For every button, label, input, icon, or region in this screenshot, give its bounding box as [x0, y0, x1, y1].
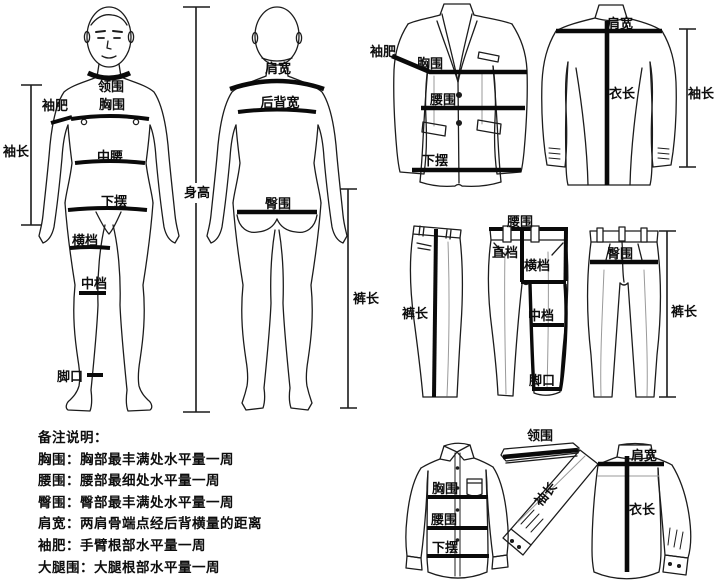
dimension-pants-length — [340, 188, 357, 409]
body-back-head — [254, 6, 300, 66]
note-line: 腰围：腰部最细处水平量一周 — [38, 473, 220, 489]
label-thigh: 横档 — [524, 258, 550, 273]
body-front-outline-left — [38, 76, 98, 244]
figure-pants-side: 裤长 — [401, 225, 464, 398]
label-shoulder-width: 肩宽 — [631, 448, 657, 463]
label-sleeve-width: 袖肥 — [370, 44, 396, 59]
label-mid-waist: 中腰 — [97, 149, 123, 164]
band-chest — [70, 114, 150, 121]
label-chest: 胸围 — [99, 97, 125, 112]
dimension-pants-length — [659, 230, 676, 398]
label-waist: 腰围 — [429, 92, 456, 107]
label-rise: 直档 — [492, 245, 518, 260]
band-back-width — [237, 107, 317, 114]
label-height: 身高 — [184, 185, 210, 200]
label-hem: 下摆 — [432, 540, 458, 555]
label-sleeve-width: 袖肥 — [42, 98, 68, 113]
note-line: 肩宽：两肩骨端点经后背横量的距离 — [38, 516, 262, 532]
band-mid-waist — [74, 159, 146, 165]
label-hip: 臀围 — [265, 196, 291, 211]
label-garment-length: 衣长 — [629, 502, 656, 517]
label-pants-length: 裤长 — [352, 291, 380, 306]
figure-pants-front: 腰围 直档 横档 中档 脚口 — [487, 214, 569, 397]
dimension-height — [183, 6, 210, 413]
band-pants-length — [432, 228, 438, 398]
figure-jacket-front: 袖肥 胸围 腰围 下摆 — [370, 3, 528, 188]
label-waist: 腰围 — [506, 214, 533, 229]
band-neck — [86, 70, 132, 81]
figure-body-front: 领围 胸围 袖肥 袖长 中腰 下摆 横档 中档 脚口 身高 — [3, 6, 210, 413]
note-line: 袖肥：手臂根部水平量一周 — [38, 537, 206, 553]
label-hem: 下摆 — [422, 153, 448, 168]
label-thigh: 横档 — [72, 233, 98, 248]
label-mid-leg: 中档 — [81, 276, 107, 291]
label-hip: 臀围 — [607, 246, 633, 261]
label-leg-opening: 脚口 — [57, 369, 83, 384]
label-mid-leg: 中档 — [528, 308, 554, 323]
band-shoulder-width — [229, 78, 325, 92]
body-front-head — [86, 6, 132, 68]
band-thigh — [69, 245, 111, 250]
dimension-sleeve-length — [21, 84, 42, 226]
dimension-sleeve-length — [679, 28, 696, 168]
label-pants-length: 裤长 — [670, 304, 698, 319]
label-back-width: 后背宽 — [260, 95, 299, 110]
band-leg-outer — [558, 283, 568, 392]
label-chest: 胸围 — [417, 56, 443, 71]
note-line: 大腿围：大腿根部水平量一周 — [38, 559, 220, 575]
figure-collar-strip: 领围 — [500, 428, 580, 464]
notes-title: 备注说明： — [38, 430, 108, 445]
label-hem: 下摆 — [101, 194, 127, 209]
band-collar — [502, 447, 579, 460]
label-sleeve-length: 袖长 — [688, 86, 715, 101]
label-shoulder-width: 肩宽 — [607, 16, 633, 31]
label-shoulder-width: 肩宽 — [265, 61, 291, 76]
band-right-edge — [563, 229, 568, 282]
figure-jacket-back: 肩宽 衣长 袖长 — [541, 4, 715, 186]
label-sleeve-length: 袖长 — [3, 144, 30, 159]
note-line: 胸围：胸部最丰满处水平量一周 — [38, 451, 234, 467]
band-sleeve-width-chest — [391, 53, 527, 75]
figure-shirt-front: 胸围 腰围 下摆 — [405, 442, 509, 579]
band-leg-inner — [528, 283, 536, 392]
label-collar: 领围 — [527, 428, 553, 443]
body-front-outline-right — [120, 76, 180, 244]
figure-shirt-back: 肩宽 衣长 — [591, 442, 692, 580]
figure-body-back: 肩宽 后背宽 臀围 裤长 — [206, 6, 380, 411]
band-sleeve-width — [50, 115, 73, 125]
figure-shirt-sleeve: 袖长 — [502, 449, 599, 556]
label-pants-length: 裤长 — [401, 306, 429, 321]
label-garment-length: 衣长 — [609, 86, 636, 101]
note-line: 臀围：臀部最丰满处水平量一周 — [38, 494, 234, 510]
figure-pants-back: 臀围 裤长 — [586, 226, 698, 398]
label-neck: 领围 — [98, 79, 124, 94]
label-leg-opening: 脚口 — [529, 373, 555, 388]
notes-block: 备注说明： 胸围：胸部最丰满处水平量一周 腰围：腰部最细处水平量一周 臀围：臀部… — [38, 427, 358, 578]
band-hem — [67, 206, 148, 212]
label-chest: 胸围 — [432, 481, 458, 496]
label-waist: 腰围 — [430, 512, 457, 527]
